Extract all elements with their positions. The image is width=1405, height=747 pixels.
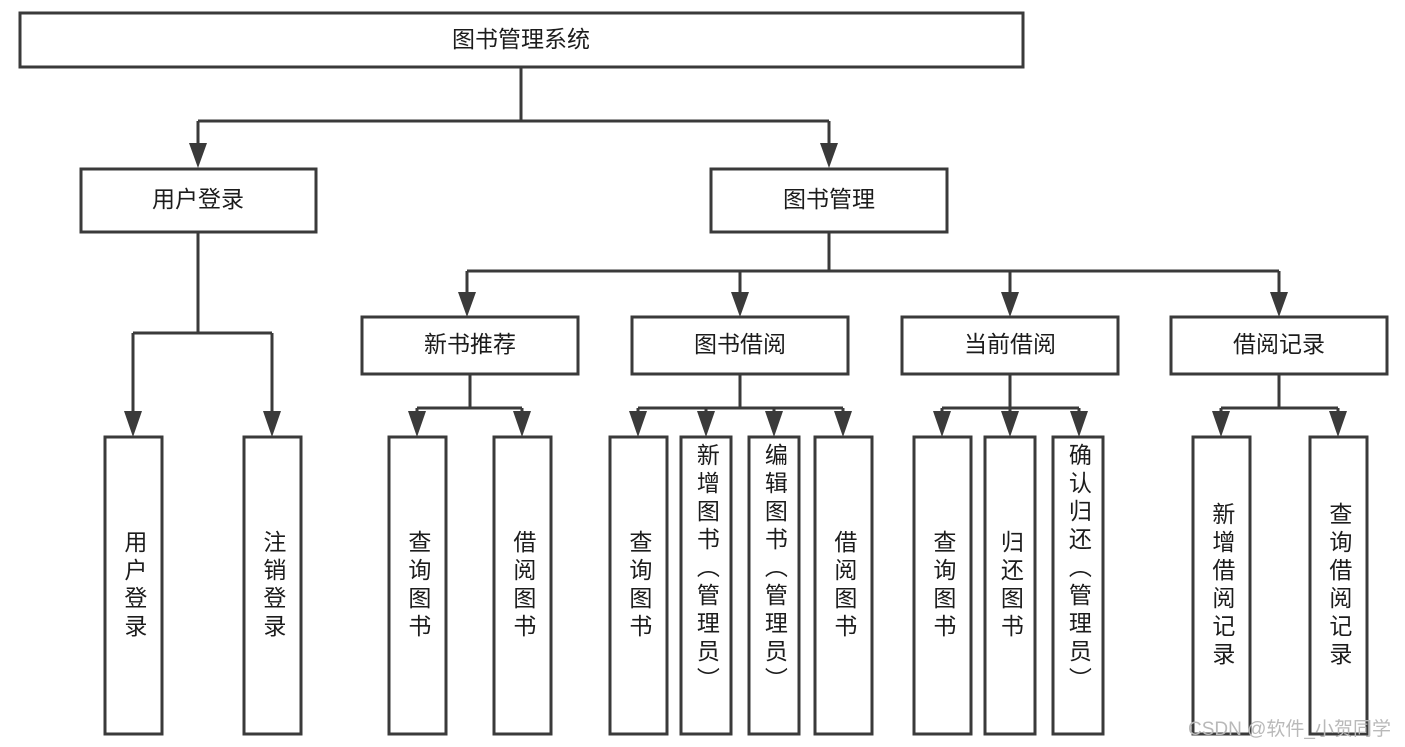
connector-group-login — [124, 232, 281, 437]
arrow-head-current-leaf-3 — [1070, 411, 1088, 437]
node-borrow-box[interactable] — [630, 315, 850, 376]
arrow-head-newbook-leaf-2 — [513, 411, 531, 437]
watermark-text: CSDN @软件_小贺同学 — [1188, 719, 1391, 740]
arrow-head-to-borrow — [731, 292, 749, 317]
node-record-label: 借阅记录 — [1233, 331, 1325, 357]
node-borrow-label: 图书借阅 — [694, 331, 786, 357]
leaf-box-query-book-2[interactable] — [608, 435, 669, 736]
leaf-box-edit-book-admin[interactable] — [747, 435, 801, 736]
node-current-box[interactable] — [900, 315, 1120, 376]
arrow-head-current-leaf-2 — [1001, 411, 1019, 437]
node-login-box[interactable] — [79, 167, 318, 234]
node-record-box[interactable] — [1169, 315, 1389, 376]
leaf-box-borrow-book-2[interactable] — [813, 435, 874, 736]
arrow-head-borrow-leaf-2 — [697, 411, 715, 437]
leaf-box-query-book-1[interactable] — [387, 435, 448, 736]
node-newbook-label: 新书推荐 — [424, 331, 516, 357]
leaf-box-return-book[interactable] — [983, 435, 1037, 736]
node-root-label: 图书管理系统 — [452, 26, 590, 52]
connector-group-bookmgmt — [458, 232, 1288, 317]
connector-group-current — [933, 374, 1088, 437]
connector-group-borrow — [629, 374, 852, 437]
node-root-box[interactable] — [18, 11, 1025, 69]
arrow-head-record-leaf-2 — [1329, 411, 1347, 437]
leaf-box-confirm-return-admin[interactable] — [1051, 435, 1105, 736]
node-login-label: 用户登录 — [152, 186, 244, 212]
connector-group-newbook — [408, 374, 531, 437]
leaf-box-query-record[interactable] — [1308, 435, 1369, 736]
arrow-head-to-newbook — [458, 292, 476, 317]
leaf-box-query-book-3[interactable] — [912, 435, 973, 736]
arrow-head-login-leaf-1 — [124, 411, 142, 437]
arrow-head-to-login — [189, 143, 207, 168]
arrow-head-borrow-leaf-4 — [834, 411, 852, 437]
arrow-head-newbook-leaf-1 — [408, 411, 426, 437]
arrow-head-borrow-leaf-1 — [629, 411, 647, 437]
arrow-head-current-leaf-1 — [933, 411, 951, 437]
leaf-box-logout[interactable] — [242, 435, 303, 736]
arrow-head-borrow-leaf-3 — [765, 411, 783, 437]
node-newbook-box[interactable] — [360, 315, 580, 376]
leaf-box-add-record[interactable] — [1191, 435, 1252, 736]
node-bookmgmt-label: 图书管理 — [783, 186, 875, 212]
leaf-box-user-login[interactable] — [103, 435, 164, 736]
arrow-head-login-leaf-2 — [263, 411, 281, 437]
connector-group-record — [1212, 374, 1347, 437]
arrow-head-to-bookmgmt — [820, 143, 838, 168]
leaf-box-add-book-admin[interactable] — [679, 435, 733, 736]
node-bookmgmt-box[interactable] — [709, 167, 949, 234]
node-current-label: 当前借阅 — [964, 331, 1056, 357]
leaf-box-borrow-book-1[interactable] — [492, 435, 553, 736]
arrow-head-to-record — [1270, 292, 1288, 317]
connector-group-root — [189, 67, 838, 168]
arrow-head-record-leaf-1 — [1212, 411, 1230, 437]
arrow-head-to-current — [1001, 292, 1019, 317]
